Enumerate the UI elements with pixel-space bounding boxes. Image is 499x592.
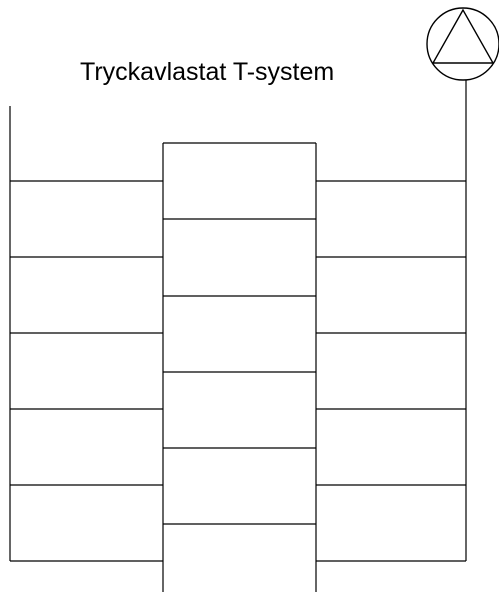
diagram-title: Tryckavlastat T-system [80,58,334,86]
pump-icon [426,7,499,81]
